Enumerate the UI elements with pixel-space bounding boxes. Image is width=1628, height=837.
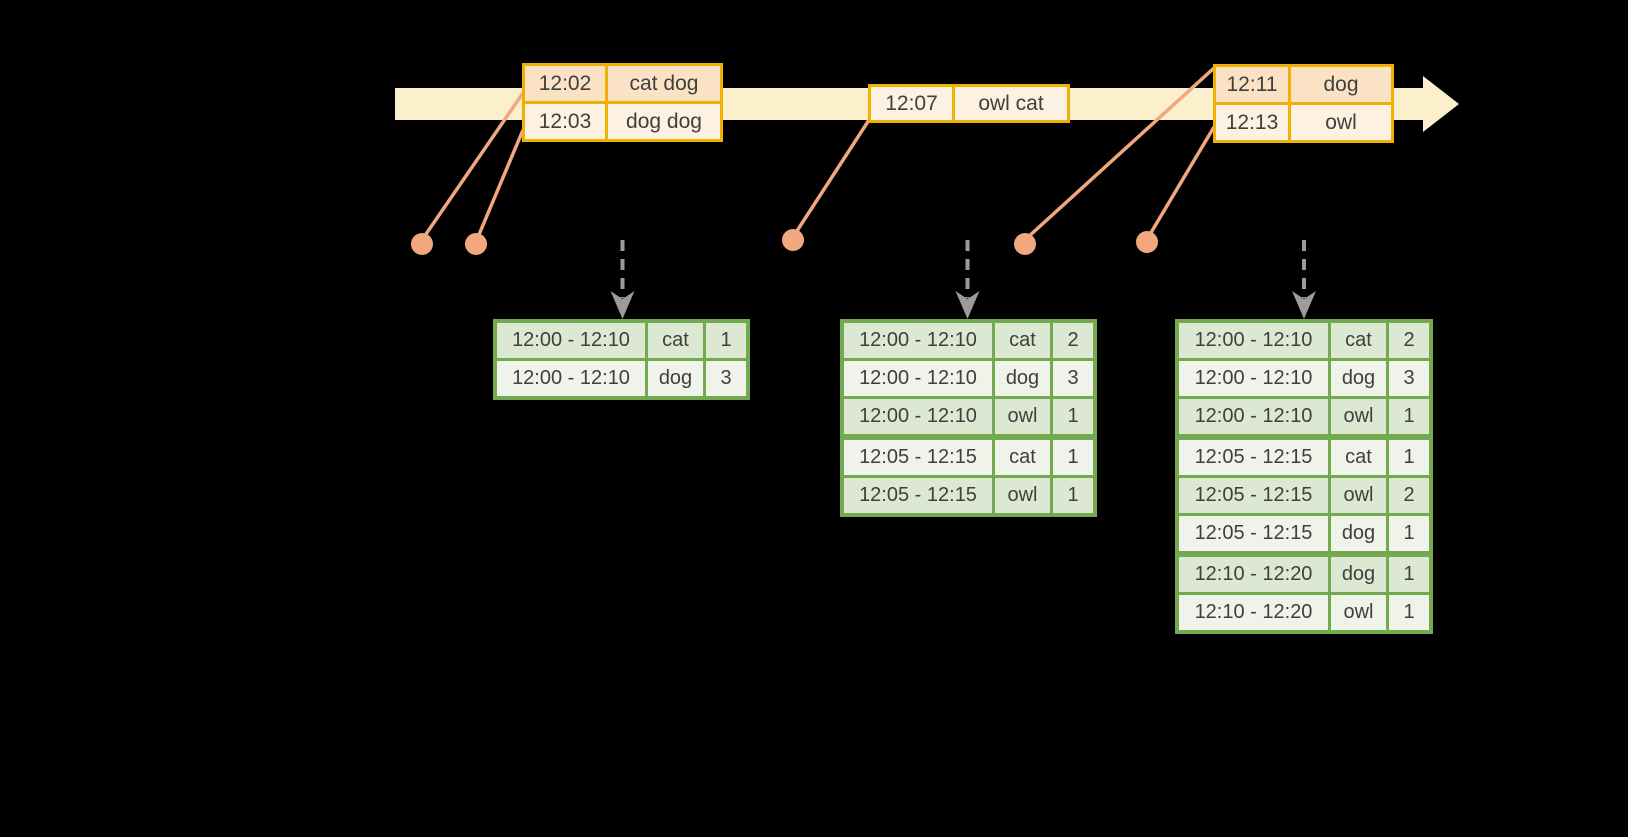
word-cell: cat [1331, 440, 1386, 475]
count-cell: 1 [1053, 478, 1093, 513]
window-cell: 12:00 - 12:10 [497, 323, 645, 358]
word-cell: owl [995, 478, 1050, 513]
window-cell: 12:05 - 12:15 [1179, 440, 1328, 475]
event-time-cell: 12:02 [525, 66, 605, 101]
event-connector-line [1025, 66, 1216, 240]
word-cell: dog [1331, 361, 1386, 396]
event-words-cell: owl cat [955, 87, 1067, 120]
trigger-arrow-icon [955, 240, 980, 319]
event-time-cell: 12:07 [871, 87, 952, 120]
event-dot [411, 233, 433, 255]
event-dot [465, 233, 487, 255]
count-cell: 2 [1389, 478, 1429, 513]
event-words-cell: owl [1291, 105, 1391, 140]
trigger-arrow-icon [610, 240, 635, 319]
window-cell: 12:00 - 12:10 [497, 361, 645, 396]
word-cell: dog [995, 361, 1050, 396]
window-cell: 12:05 - 12:15 [844, 478, 992, 513]
word-cell: owl [1331, 478, 1386, 513]
timeline-arrowhead-icon [1423, 76, 1459, 132]
event-dot [1014, 233, 1036, 255]
count-cell: 1 [706, 323, 746, 358]
count-cell: 1 [1053, 399, 1093, 434]
event-time-cell: 12:13 [1216, 105, 1288, 140]
event-words-cell: dog dog [608, 104, 720, 139]
window-cell: 12:05 - 12:15 [844, 440, 992, 475]
event-time-cell: 12:03 [525, 104, 605, 139]
word-cell: owl [1331, 595, 1386, 630]
window-cell: 12:10 - 12:20 [1179, 557, 1328, 592]
window-cell: 12:00 - 12:10 [844, 361, 992, 396]
count-cell: 3 [706, 361, 746, 396]
count-cell: 1 [1389, 557, 1429, 592]
event-connector-line [476, 129, 525, 238]
count-cell: 3 [1053, 361, 1093, 396]
count-cell: 2 [1053, 323, 1093, 358]
count-cell: 1 [1389, 440, 1429, 475]
word-cell: cat [995, 323, 1050, 358]
count-cell: 1 [1389, 399, 1429, 434]
word-cell: dog [1331, 516, 1386, 551]
word-cell: dog [648, 361, 703, 396]
window-cell: 12:05 - 12:15 [1179, 478, 1328, 513]
count-cell: 1 [1053, 440, 1093, 475]
window-cell: 12:00 - 12:10 [1179, 361, 1328, 396]
event-words-cell: dog [1291, 67, 1391, 102]
count-cell: 1 [1389, 516, 1429, 551]
window-cell: 12:10 - 12:20 [1179, 595, 1328, 630]
event-words-cell: cat dog [608, 66, 720, 101]
count-cell: 1 [1389, 595, 1429, 630]
window-cell: 12:00 - 12:10 [844, 323, 992, 358]
event-connector-line [1147, 126, 1216, 237]
word-cell: cat [1331, 323, 1386, 358]
window-cell: 12:00 - 12:10 [1179, 323, 1328, 358]
word-cell: dog [1331, 557, 1386, 592]
word-cell: owl [995, 399, 1050, 434]
word-cell: owl [1331, 399, 1386, 434]
window-cell: 12:00 - 12:10 [844, 399, 992, 434]
event-dot [782, 229, 804, 251]
count-cell: 2 [1389, 323, 1429, 358]
event-dot [1136, 231, 1158, 253]
event-time-cell: 12:11 [1216, 67, 1288, 102]
event-connector-line [422, 92, 525, 238]
count-cell: 3 [1389, 361, 1429, 396]
word-cell: cat [995, 440, 1050, 475]
window-cell: 12:00 - 12:10 [1179, 399, 1328, 434]
trigger-arrow-icon [1292, 240, 1316, 319]
window-cell: 12:05 - 12:15 [1179, 516, 1328, 551]
word-cell: cat [648, 323, 703, 358]
event-connector-line [793, 119, 871, 235]
